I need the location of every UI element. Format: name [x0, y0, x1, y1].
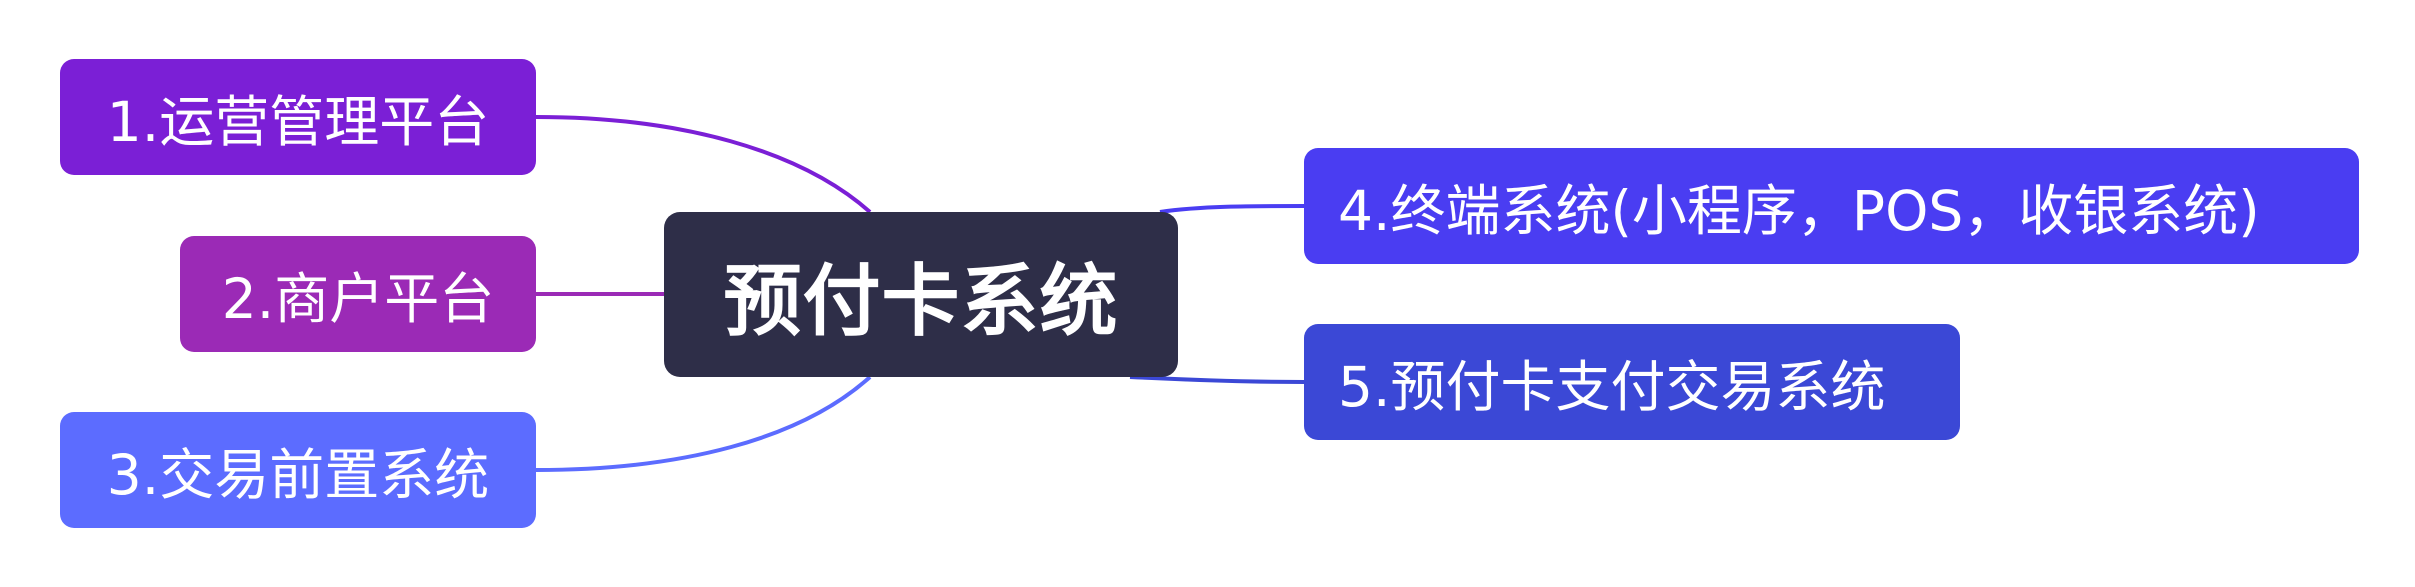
branch-node-operations-platform[interactable]: 1.运营管理平台 [60, 59, 536, 175]
connector-4 [1159, 204, 1305, 214]
branch-label: 4.终端系统(小程序，POS，收银系统) [1338, 179, 2260, 243]
branch-label: 5.预付卡支付交易系统 [1338, 355, 1886, 419]
connector-1 [535, 115, 872, 214]
branch-label: 3.交易前置系统 [106, 443, 490, 507]
connector-3 [535, 375, 872, 472]
connector-5 [1129, 375, 1305, 384]
central-topic-label: 预付卡系统 [723, 256, 1119, 347]
branch-node-terminal-system[interactable]: 4.终端系统(小程序，POS，收银系统) [1304, 148, 2359, 264]
branch-label: 2.商户平台 [221, 267, 495, 331]
branch-label: 1.运营管理平台 [106, 90, 490, 154]
branch-node-transaction-frontend[interactable]: 3.交易前置系统 [60, 412, 536, 528]
branch-node-merchant-platform[interactable]: 2.商户平台 [180, 236, 536, 352]
branch-node-prepaid-payment-system[interactable]: 5.预付卡支付交易系统 [1304, 324, 1960, 440]
central-topic-node[interactable]: 预付卡系统 [664, 212, 1178, 377]
